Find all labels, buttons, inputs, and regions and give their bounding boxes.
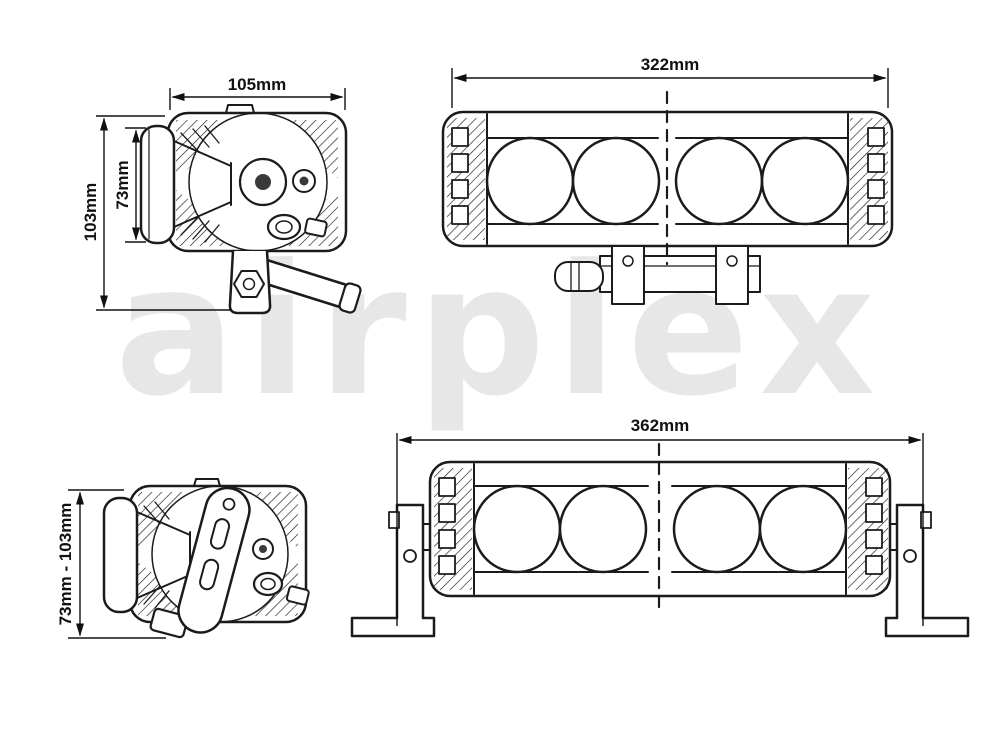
lens bbox=[558, 484, 648, 574]
mounting-bracket bbox=[228, 249, 362, 315]
endcap-left bbox=[447, 113, 488, 245]
dimension-width-105 bbox=[169, 88, 346, 110]
cable-connector bbox=[285, 585, 310, 606]
lens bbox=[472, 484, 562, 574]
lens bbox=[672, 484, 762, 574]
bracket-slot bbox=[209, 518, 231, 550]
endcap-right bbox=[845, 463, 888, 595]
lens-housing bbox=[139, 124, 176, 245]
endcap-left bbox=[434, 463, 475, 595]
mounting-foot-left bbox=[350, 503, 436, 638]
watermark: airplex bbox=[115, 227, 886, 436]
small-screw bbox=[292, 169, 316, 193]
lens bbox=[758, 484, 848, 574]
lens-frame bbox=[486, 137, 849, 225]
lens-frame bbox=[473, 485, 847, 573]
small-screw bbox=[252, 538, 274, 560]
dimension-label-103mm: 103mm bbox=[81, 183, 100, 242]
top-side-view bbox=[139, 104, 362, 315]
lamp-top-tab bbox=[193, 478, 221, 487]
lens bbox=[760, 136, 850, 226]
bottom-side-view bbox=[102, 478, 310, 639]
bracket-slot bbox=[199, 558, 220, 591]
dimension-lens-height-73 bbox=[125, 127, 146, 243]
lens-housing bbox=[102, 496, 139, 614]
bracket-bolt-hex bbox=[233, 270, 265, 298]
lens bbox=[571, 136, 661, 226]
dimension-width-322 bbox=[451, 68, 889, 108]
dimension-total-height-103 bbox=[96, 115, 232, 311]
center-mount bbox=[554, 245, 761, 305]
lamp-top-tab bbox=[225, 104, 255, 114]
cable-connector bbox=[304, 217, 328, 238]
lens bbox=[485, 136, 575, 226]
dimension-width-362 bbox=[396, 433, 924, 626]
dimension-height-range bbox=[68, 489, 166, 639]
adjuster-knob bbox=[266, 213, 302, 241]
dimension-label-105mm: 105mm bbox=[228, 75, 287, 94]
dimension-label-362mm: 362mm bbox=[631, 416, 690, 435]
dimension-label-73mm: 73mm bbox=[113, 160, 132, 209]
lens bbox=[674, 136, 764, 226]
dimension-label-73-103mm: 73mm - 103mm bbox=[56, 503, 75, 626]
adjuster-knob bbox=[252, 571, 284, 597]
endcap-right bbox=[847, 113, 888, 245]
mounting-foot-right bbox=[884, 503, 970, 638]
dimension-label-322mm: 322mm bbox=[641, 55, 700, 74]
bottom-front-view bbox=[350, 442, 970, 638]
top-front-view bbox=[441, 90, 894, 305]
reflector-cone bbox=[173, 125, 232, 243]
center-screw bbox=[238, 157, 288, 207]
tilting-bracket-plate bbox=[177, 486, 251, 634]
